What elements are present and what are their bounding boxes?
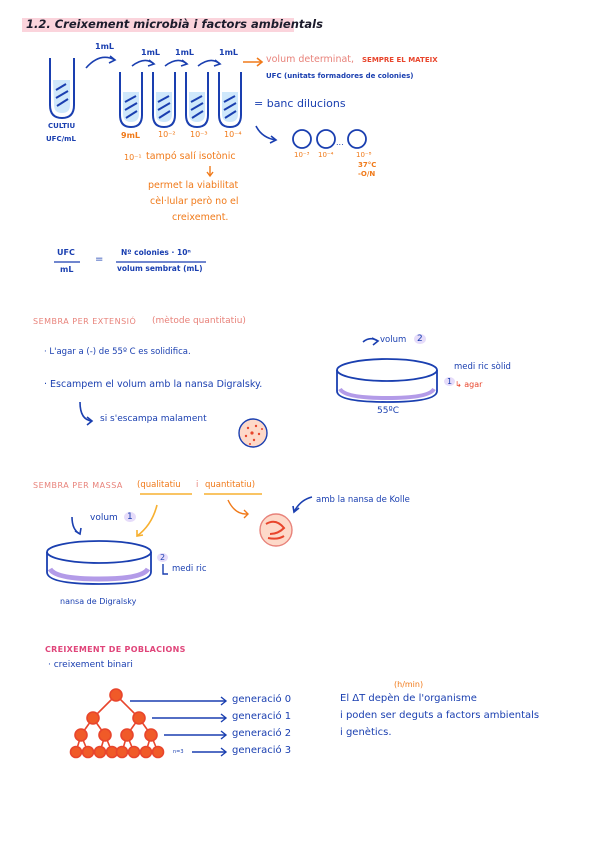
formula-ml: mL <box>60 265 74 274</box>
culture-units: UFC/mL <box>46 135 76 143</box>
buffer-note-2: cèl·lular però no el <box>150 196 239 207</box>
time-units: (h/min) <box>394 680 424 689</box>
n-label: n=3 <box>173 749 184 755</box>
kolle-arrow <box>292 496 313 514</box>
tube-3 <box>185 72 209 129</box>
sempre-note: SEMPRE EL MATEIX <box>362 56 438 64</box>
massa-arrow-blue <box>71 516 82 536</box>
massa-heading: SEMBRA PER MASSA <box>33 481 123 490</box>
massa-nansa: nansa de Digralsky <box>60 597 137 606</box>
tube-label-3: 10⁻³ <box>190 130 208 139</box>
incubation-time: -O/N <box>358 170 376 178</box>
volum-arrow <box>243 57 264 67</box>
banc-dilucions: = banc dilucions <box>254 97 346 110</box>
medi-arrow <box>162 564 168 575</box>
volum2-arrow <box>362 337 380 346</box>
formula-equals: = <box>95 254 104 265</box>
culture-tube <box>49 58 75 120</box>
extension-temp: 55ºC <box>377 406 399 416</box>
bad-spread-dish <box>238 418 268 448</box>
incubation-temp: 37°C <box>358 161 377 169</box>
formula-denominator: volum sembrat (mL) <box>117 264 203 273</box>
extension-arrow <box>79 401 94 426</box>
extension-bullet-1: · L'agar a (-) de 55º C es solidifica. <box>44 347 191 357</box>
plate-label-3: 10⁻⁸ <box>356 151 372 159</box>
massa-heading-note-i: i <box>196 480 199 490</box>
generation-0: generació 0 <box>232 694 292 705</box>
formula-ufc: UFC <box>57 248 75 257</box>
plate-dots: ... <box>336 138 344 147</box>
buffer-label: tampó salí isotònic <box>146 151 236 162</box>
extension-medi: medi ric sòlid <box>454 362 511 372</box>
tube-label-2: 10⁻² <box>158 130 176 139</box>
vol-label-1: 1mL <box>95 42 114 51</box>
vol-label-4: 1mL <box>219 48 238 57</box>
plates-arrow <box>255 125 278 144</box>
kolle-dish <box>259 513 293 547</box>
formula-numerator: Nº colonies · 10ⁿ <box>121 248 191 257</box>
ufc-note: UFC (unitats formadores de colonies) <box>266 72 414 80</box>
massa-volum: volum <box>90 513 118 523</box>
generation-3: generació 3 <box>232 745 292 756</box>
extension-arrow-note: si s'escampa malament <box>100 414 207 424</box>
extension-plate <box>336 358 438 403</box>
header-highlight <box>22 18 294 32</box>
page-title: 1.2. Creixement microbià i factors ambie… <box>26 17 323 31</box>
vol-label-3: 1mL <box>175 48 194 57</box>
massa-heading-note-a: (qualitatiu <box>137 480 181 490</box>
extension-bullet-2: · Escampem el volum amb la nansa Digrals… <box>44 379 263 390</box>
kolle-label: amb la nansa de Kolle <box>316 495 410 505</box>
massa-arrow-orange <box>136 504 158 537</box>
tube-2 <box>152 72 176 129</box>
massa-heading-note-b: quantitatiu) <box>205 480 256 490</box>
extension-agar: ↳ agar <box>455 380 483 389</box>
tube-1 <box>119 72 143 129</box>
plates <box>292 129 367 149</box>
tube-label-4: 10⁻⁴ <box>224 130 242 139</box>
extension-heading: SEMBRA PER EXTENSIÓ <box>33 317 137 326</box>
tube-label-1: 9mL <box>121 131 140 140</box>
plate-label-1: 10⁻³ <box>294 151 310 159</box>
first-exponent: 10⁻¹ <box>124 153 142 162</box>
extension-agar-num: 1 <box>444 377 456 387</box>
massa-medi-num: 2 <box>157 553 169 563</box>
poblacions-sub: · creixement binari <box>48 660 133 670</box>
volum-note: volum determinat, <box>266 54 355 65</box>
buffer-note-1: permet la viabilitat <box>148 180 239 191</box>
generation-1: generació 1 <box>232 711 292 722</box>
poblacions-note-2: i poden ser deguts a factors ambientals <box>340 710 540 721</box>
vol-label-2: 1mL <box>141 48 160 57</box>
generation-2: generació 2 <box>232 728 292 739</box>
transfer-arrows <box>85 55 222 69</box>
plate-label-2: 10⁻⁴ <box>318 151 334 159</box>
extension-agar-text: agar <box>464 380 483 389</box>
buffer-arrow <box>206 166 214 178</box>
poblacions-note-1: El ΔT depèn de l'organisme <box>340 693 477 704</box>
extension-volum-num: 2 <box>414 334 426 345</box>
binary-tree <box>69 688 165 759</box>
extension-heading-note: (mètode quantitatiu) <box>152 316 246 326</box>
massa-medi: medi ric <box>172 564 207 574</box>
tube-4 <box>218 72 242 129</box>
buffer-note-3: creixement. <box>172 212 229 223</box>
poblacions-heading: CREIXEMENT DE POBLACIONS <box>45 645 186 654</box>
dilution-tubes <box>119 72 242 129</box>
massa-arrow-orange-2 <box>227 499 249 519</box>
extension-volum: volum <box>380 335 407 345</box>
culture-label: CULTIU <box>48 122 76 130</box>
massa-volum-num: 1 <box>124 512 136 523</box>
generation-arrows <box>130 696 228 757</box>
massa-plate <box>46 540 152 585</box>
poblacions-note-3: i genètics. <box>340 727 392 738</box>
